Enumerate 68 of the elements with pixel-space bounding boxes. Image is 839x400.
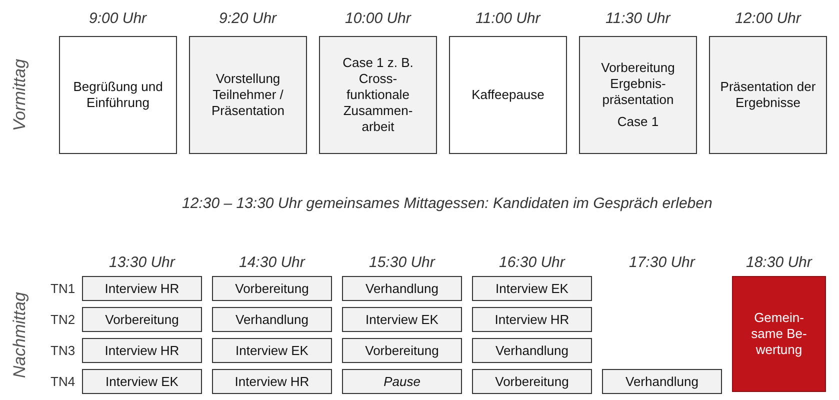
time-label: 10:00 Uhr bbox=[345, 10, 411, 26]
row-label: TN3 bbox=[50, 342, 76, 358]
session-text: Gemein- same Be- wertung bbox=[751, 310, 807, 358]
time-label: 9:20 Uhr bbox=[219, 10, 277, 26]
schedule-cell bbox=[472, 307, 592, 332]
schedule-cell bbox=[212, 276, 332, 301]
session-text: Case 1 z. B. Cross- funktionale Zusammen- arbeit bbox=[342, 55, 414, 135]
highlighted-session-box bbox=[732, 276, 826, 392]
time-label: 9:00 Uhr bbox=[89, 10, 147, 26]
session-text: Case 1 bbox=[617, 114, 659, 130]
section-label: Vormittag bbox=[10, 58, 30, 132]
section-label: Nachmittag bbox=[10, 292, 30, 378]
session-text: Interview HR bbox=[104, 280, 180, 296]
session-text: Interview HR bbox=[104, 342, 180, 358]
row-label: TN2 bbox=[50, 312, 76, 326]
session-text: Interview EK bbox=[106, 374, 178, 390]
schedule-cell bbox=[342, 276, 462, 301]
session-text: Interview HR bbox=[234, 374, 310, 390]
session-box bbox=[709, 36, 827, 154]
session-box bbox=[59, 36, 177, 154]
session-box bbox=[449, 36, 567, 154]
session-text: Begrüßung und Einführung bbox=[72, 79, 164, 111]
schedule-cell bbox=[212, 307, 332, 332]
time-label: 14:30 Uhr bbox=[239, 254, 305, 270]
note-text: 12:30 – 13:30 Uhr gemeinsames Mittagessen: Kandidaten im Gespräch erleben bbox=[182, 194, 712, 212]
session-text: Interview EK bbox=[496, 280, 568, 296]
schedule-cell bbox=[212, 369, 332, 394]
schedule-cell bbox=[82, 369, 202, 394]
session-box bbox=[579, 36, 697, 154]
session-text: Vorbereitung bbox=[235, 280, 309, 296]
session-text: Interview HR bbox=[494, 312, 570, 328]
session-text: Vorbereitung bbox=[105, 312, 179, 328]
session-text: Interview EK bbox=[366, 312, 438, 328]
session-text: Vorstellung Teilnehmer / Präsentation bbox=[210, 71, 286, 119]
schedule-cell bbox=[342, 338, 462, 363]
row-label: TN1 bbox=[50, 280, 76, 296]
schedule-cell bbox=[82, 276, 202, 301]
time-label: 13:30 Uhr bbox=[109, 254, 175, 270]
schedule-cell bbox=[82, 307, 202, 332]
time-label: 11:00 Uhr bbox=[476, 10, 540, 26]
session-text: Vorbereitung Ergebnis- präsentation bbox=[600, 60, 676, 108]
schedule-cell bbox=[472, 369, 592, 394]
session-box bbox=[319, 36, 437, 154]
schedule-cell bbox=[472, 276, 592, 301]
time-label: 16:30 Uhr bbox=[499, 254, 565, 270]
schedule-cell bbox=[342, 369, 462, 394]
session-text: Verhandlung bbox=[625, 374, 698, 390]
session-text: Vorbereitung bbox=[495, 374, 569, 390]
time-label: 17:30 Uhr bbox=[629, 254, 695, 270]
session-text: Pause bbox=[384, 374, 420, 390]
session-box bbox=[189, 36, 307, 154]
schedule-cell bbox=[602, 369, 722, 394]
session-text: Interview EK bbox=[236, 342, 308, 358]
session-text: Verhandlung bbox=[495, 342, 568, 358]
session-text: Vorbereitung bbox=[365, 342, 439, 358]
session-text: Verhandlung bbox=[235, 312, 308, 328]
time-label: 18:30 Uhr bbox=[746, 254, 812, 270]
time-label: 15:30 Uhr bbox=[369, 254, 435, 270]
time-label: 12:00 Uhr bbox=[735, 10, 801, 26]
time-label: 11:30 Uhr bbox=[606, 10, 670, 26]
schedule-cell bbox=[342, 307, 462, 332]
session-text: Kaffeepause bbox=[472, 87, 544, 103]
schedule-cell bbox=[82, 338, 202, 363]
schedule-cell bbox=[472, 338, 592, 363]
session-text: Verhandlung bbox=[365, 280, 438, 296]
schedule-cell bbox=[212, 338, 332, 363]
row-label: TN4 bbox=[50, 374, 76, 388]
session-text: Präsentation der Ergebnisse bbox=[719, 79, 817, 111]
